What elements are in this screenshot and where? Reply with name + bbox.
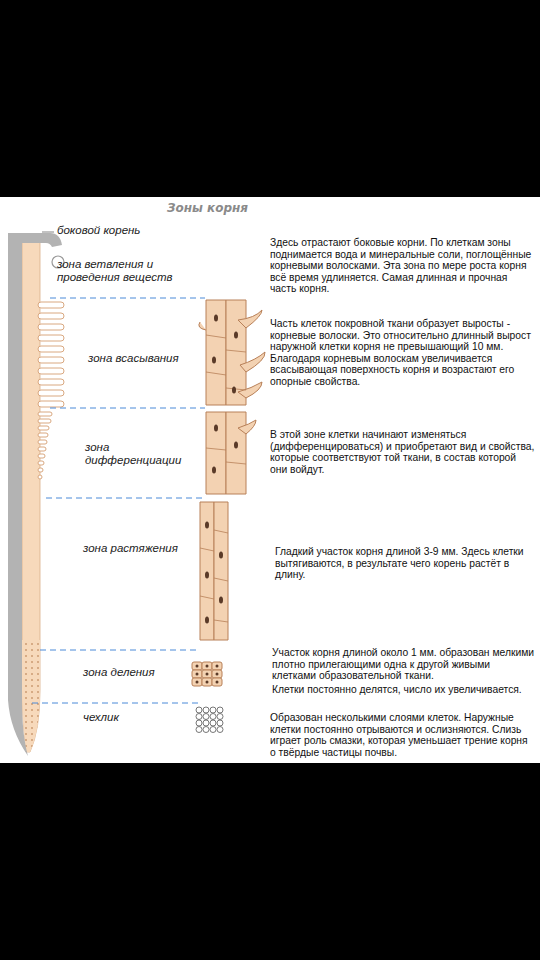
zone-label: зона деления <box>83 666 188 679</box>
cell-nucleus <box>214 315 218 322</box>
root-hair <box>38 302 64 308</box>
cap-cell <box>203 714 209 720</box>
cell-nucleus <box>234 332 238 339</box>
cell-nucleus <box>232 387 236 394</box>
root-hair <box>38 426 49 430</box>
cap-cell <box>217 720 223 726</box>
zone-label: зона растяжения <box>83 542 195 555</box>
cell-nucleus <box>205 522 209 529</box>
cell-nucleus <box>219 552 223 559</box>
root-hair <box>38 379 64 385</box>
cell-nucleus <box>212 357 216 364</box>
cap-cell <box>210 720 216 726</box>
zone-description: В этой зоне клетки начинают изменяться (… <box>270 429 536 475</box>
cell-nucleus <box>205 617 209 624</box>
diagram-title: Зоны корня <box>167 201 248 215</box>
cell-nucleus <box>219 597 223 604</box>
cap-cell <box>217 727 223 733</box>
root-hair <box>38 401 64 407</box>
root-hair <box>38 346 64 352</box>
root-hair <box>38 461 44 465</box>
cap-cell <box>203 727 209 733</box>
zone-description: Часть клеток покровной ткани образует вы… <box>270 318 536 388</box>
root-hair <box>38 313 64 319</box>
cap-cell <box>210 714 216 720</box>
cap-cell <box>210 727 216 733</box>
part-label: боковой корень <box>57 224 187 237</box>
zone-description: Здесь отрастают боковые корни. По клетка… <box>270 237 534 295</box>
root-hair <box>38 468 43 472</box>
root-hair <box>38 454 45 458</box>
zone-label: зона всасывания <box>88 352 198 365</box>
root-hair <box>38 419 51 423</box>
cap-cell <box>196 707 202 713</box>
zone-description: Образован несколькими слоями клеток. Нар… <box>270 712 536 758</box>
zone-description: Гладкий участок корня длиной 3-9 мм. Зде… <box>275 546 533 581</box>
root-hair <box>38 357 64 363</box>
zone-label: чехлик <box>83 711 183 724</box>
zone-description: Участок корня длиной около 1 мм. образов… <box>272 647 534 682</box>
cap-cell <box>210 707 216 713</box>
cap-cell <box>196 714 202 720</box>
root-hair <box>38 440 47 444</box>
cell-nucleus <box>212 467 216 474</box>
cell-nucleus <box>205 572 209 579</box>
cap-cell <box>196 720 202 726</box>
root-hair <box>38 447 46 451</box>
zone-label: зона дифференциации <box>85 441 195 467</box>
root-hair <box>38 368 64 374</box>
root-hair <box>38 433 48 437</box>
cap-cell <box>203 707 209 713</box>
root-hair <box>38 390 64 396</box>
zone-label: зона ветвления и проведения веществ <box>57 258 192 284</box>
cell-nucleus <box>214 425 218 432</box>
cap-cell <box>217 707 223 713</box>
cap-cell <box>203 720 209 726</box>
root-hair <box>38 412 52 416</box>
cell-nucleus <box>234 442 238 449</box>
root-hair <box>38 475 42 479</box>
cap-cell <box>217 714 223 720</box>
cap-cell <box>196 727 202 733</box>
root-hair <box>38 324 64 330</box>
root-hair <box>38 335 64 341</box>
zone-description: Клетки постоянно делятся, число их увели… <box>272 684 534 696</box>
